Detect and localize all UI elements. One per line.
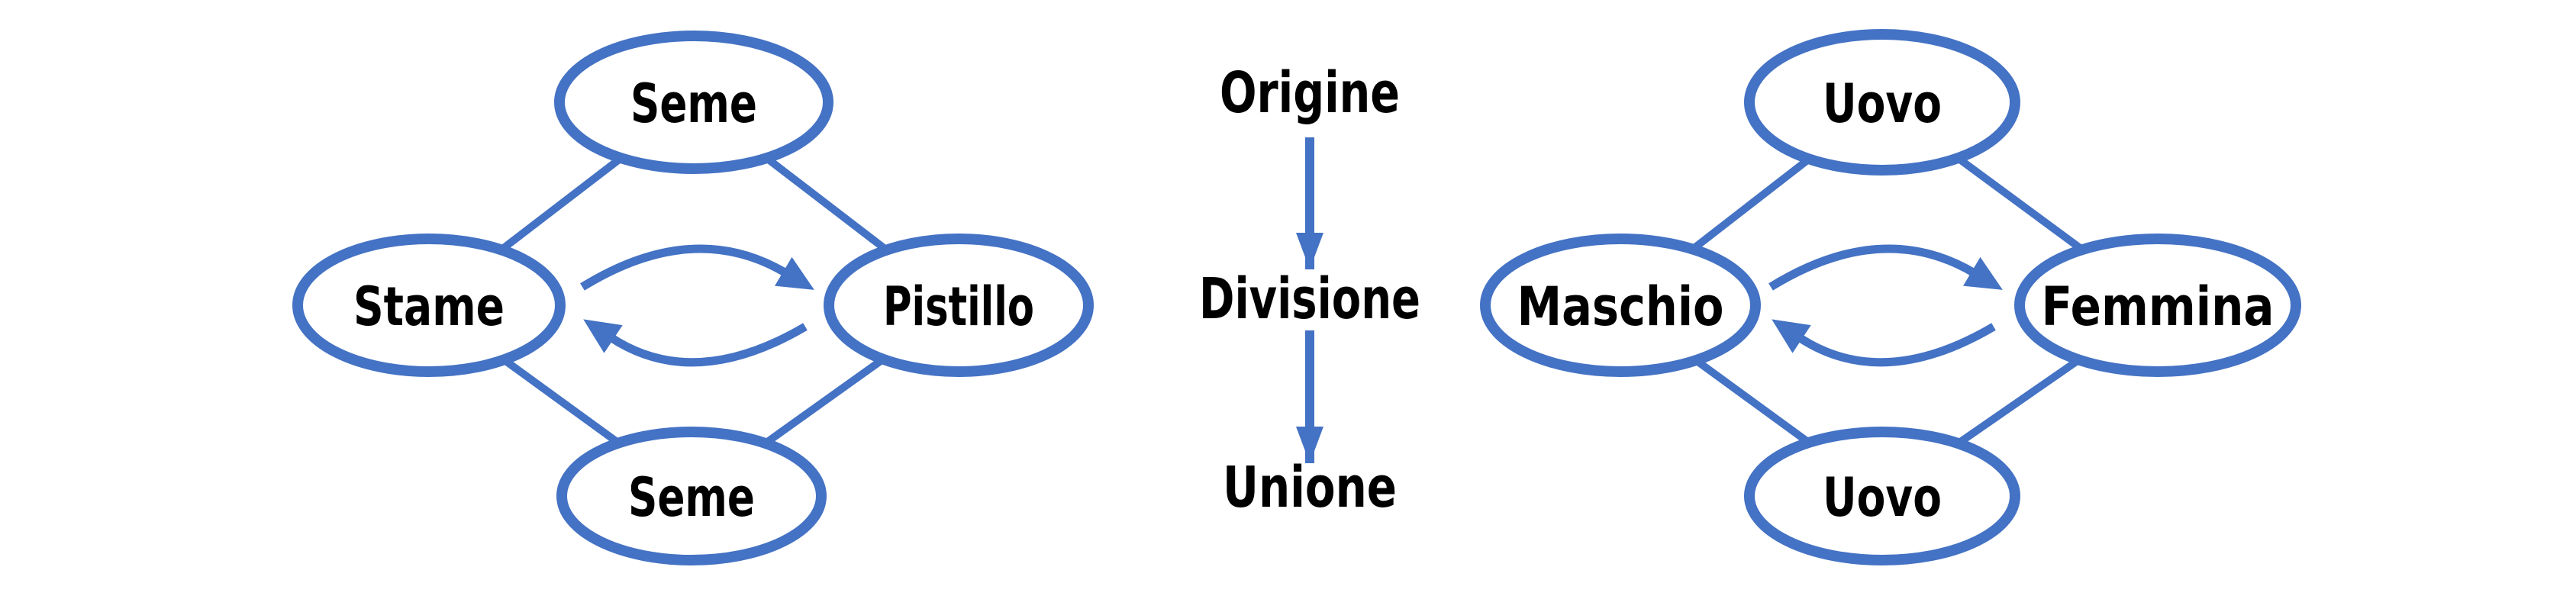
node-label-left: Stame xyxy=(353,275,505,338)
center-flow: Origine Divisione Unione xyxy=(1199,60,1420,520)
cycle-arrow-top-icon xyxy=(1768,244,2003,291)
node-label-top: Uovo xyxy=(1823,72,1942,135)
cycle-arrow-bottom-icon xyxy=(1772,319,1996,367)
node-ellipse-top xyxy=(1744,29,2020,176)
node-label-right: Pistillo xyxy=(883,275,1034,338)
node-label-bottom: Seme xyxy=(628,466,755,529)
node-label-top: Seme xyxy=(630,72,757,135)
flow-step-label: Divisione xyxy=(1199,266,1420,332)
flow-step-label: Origine xyxy=(1220,60,1400,126)
cycle-arrow-bottom-icon xyxy=(583,319,808,367)
node-label-left: Maschio xyxy=(1517,275,1724,338)
node-ellipse-bottom xyxy=(556,427,827,565)
node-ellipse-top xyxy=(554,31,833,174)
right-cycle-diagram: Uovo Maschio Femmina Uovo xyxy=(1480,29,2301,565)
node-label-bottom: Uovo xyxy=(1823,466,1942,529)
left-cycle-diagram: Seme Stame Pistillo Seme xyxy=(292,31,1094,565)
cycle-arrow-top-icon xyxy=(580,244,814,291)
flow-step-label: Unione xyxy=(1223,455,1397,520)
node-ellipse-left xyxy=(292,234,566,377)
node-label-right: Femmina xyxy=(2042,275,2275,338)
node-ellipse-left xyxy=(1480,234,1761,377)
node-ellipse-bottom xyxy=(1744,427,2020,565)
node-ellipse-right xyxy=(824,234,1094,377)
node-ellipse-right xyxy=(2014,234,2301,377)
